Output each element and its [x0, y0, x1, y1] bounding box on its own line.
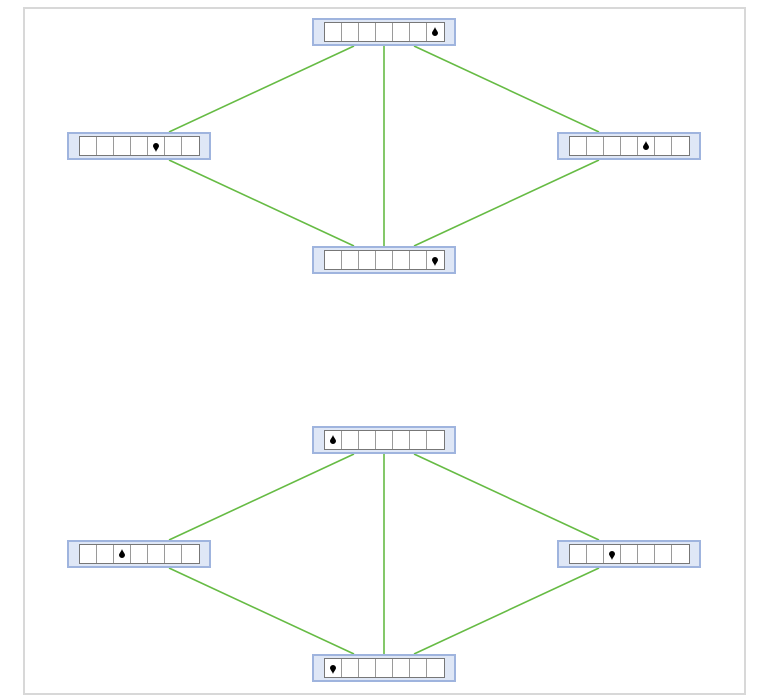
droplet-down-icon — [152, 143, 159, 152]
cell — [409, 659, 427, 677]
droplet-down-icon — [608, 551, 615, 560]
cell — [671, 137, 689, 155]
cell — [164, 545, 182, 563]
cell — [324, 431, 342, 449]
cell — [358, 251, 376, 269]
cell — [375, 251, 393, 269]
cell — [654, 137, 672, 155]
cell-strip — [78, 136, 200, 156]
cell — [392, 431, 410, 449]
node-t-left — [67, 132, 211, 160]
cell-strip — [323, 22, 445, 42]
edge-t-left-t-bottom — [168, 159, 355, 247]
cell — [130, 545, 148, 563]
droplet-up-icon — [118, 549, 125, 558]
cell — [147, 137, 165, 155]
cell — [620, 137, 638, 155]
cell — [426, 251, 444, 269]
node-t-bottom — [312, 246, 456, 274]
cell — [426, 659, 444, 677]
cell — [375, 431, 393, 449]
cell — [375, 659, 393, 677]
cell — [392, 659, 410, 677]
droplet-down-icon — [432, 257, 438, 266]
cell — [113, 545, 131, 563]
node-t-right — [557, 132, 701, 160]
cell — [113, 137, 131, 155]
cell — [586, 137, 604, 155]
cell — [96, 545, 114, 563]
cell — [164, 137, 182, 155]
cell — [637, 137, 655, 155]
cell — [620, 545, 638, 563]
node-b-right — [557, 540, 701, 568]
cell-strip — [568, 544, 690, 564]
cell-strip — [568, 136, 690, 156]
cell — [358, 659, 376, 677]
cell — [130, 137, 148, 155]
cell-strip — [323, 430, 445, 450]
node-b-left — [67, 540, 211, 568]
cell-strip — [323, 250, 445, 270]
cell — [96, 137, 114, 155]
cell — [181, 137, 199, 155]
cell — [324, 251, 342, 269]
droplet-up-icon — [329, 435, 336, 444]
cell — [409, 431, 427, 449]
cell — [341, 23, 359, 41]
cell — [358, 23, 376, 41]
cell — [341, 251, 359, 269]
cell — [79, 137, 97, 155]
cell — [324, 659, 342, 677]
cell — [375, 23, 393, 41]
edge-b-top-b-right — [413, 453, 600, 541]
cell-strip — [323, 658, 445, 678]
cell — [637, 545, 655, 563]
cell — [409, 251, 427, 269]
cell — [324, 23, 342, 41]
edge-b-right-b-bottom — [413, 567, 600, 655]
droplet-up-icon — [432, 27, 438, 36]
cell — [603, 137, 621, 155]
edge-t-right-t-bottom — [413, 159, 600, 247]
cell — [392, 251, 410, 269]
cell — [586, 545, 604, 563]
cell — [358, 431, 376, 449]
edge-b-top-b-left — [168, 453, 355, 541]
cell — [426, 431, 444, 449]
cell — [147, 545, 165, 563]
cell — [341, 659, 359, 677]
cell-strip — [78, 544, 200, 564]
edge-t-top-t-right — [413, 45, 600, 133]
droplet-up-icon — [642, 141, 649, 150]
node-b-top — [312, 426, 456, 454]
cell — [426, 23, 444, 41]
cell — [603, 545, 621, 563]
edge-b-left-b-bottom — [168, 567, 355, 655]
cell — [409, 23, 427, 41]
cell — [671, 545, 689, 563]
cell — [341, 431, 359, 449]
cell — [569, 137, 587, 155]
cell — [654, 545, 672, 563]
node-b-bottom — [312, 654, 456, 682]
cell — [392, 23, 410, 41]
cell — [569, 545, 587, 563]
droplet-down-icon — [329, 665, 336, 674]
cell — [79, 545, 97, 563]
cell — [181, 545, 199, 563]
node-t-top — [312, 18, 456, 46]
edge-t-top-t-left — [168, 45, 355, 133]
